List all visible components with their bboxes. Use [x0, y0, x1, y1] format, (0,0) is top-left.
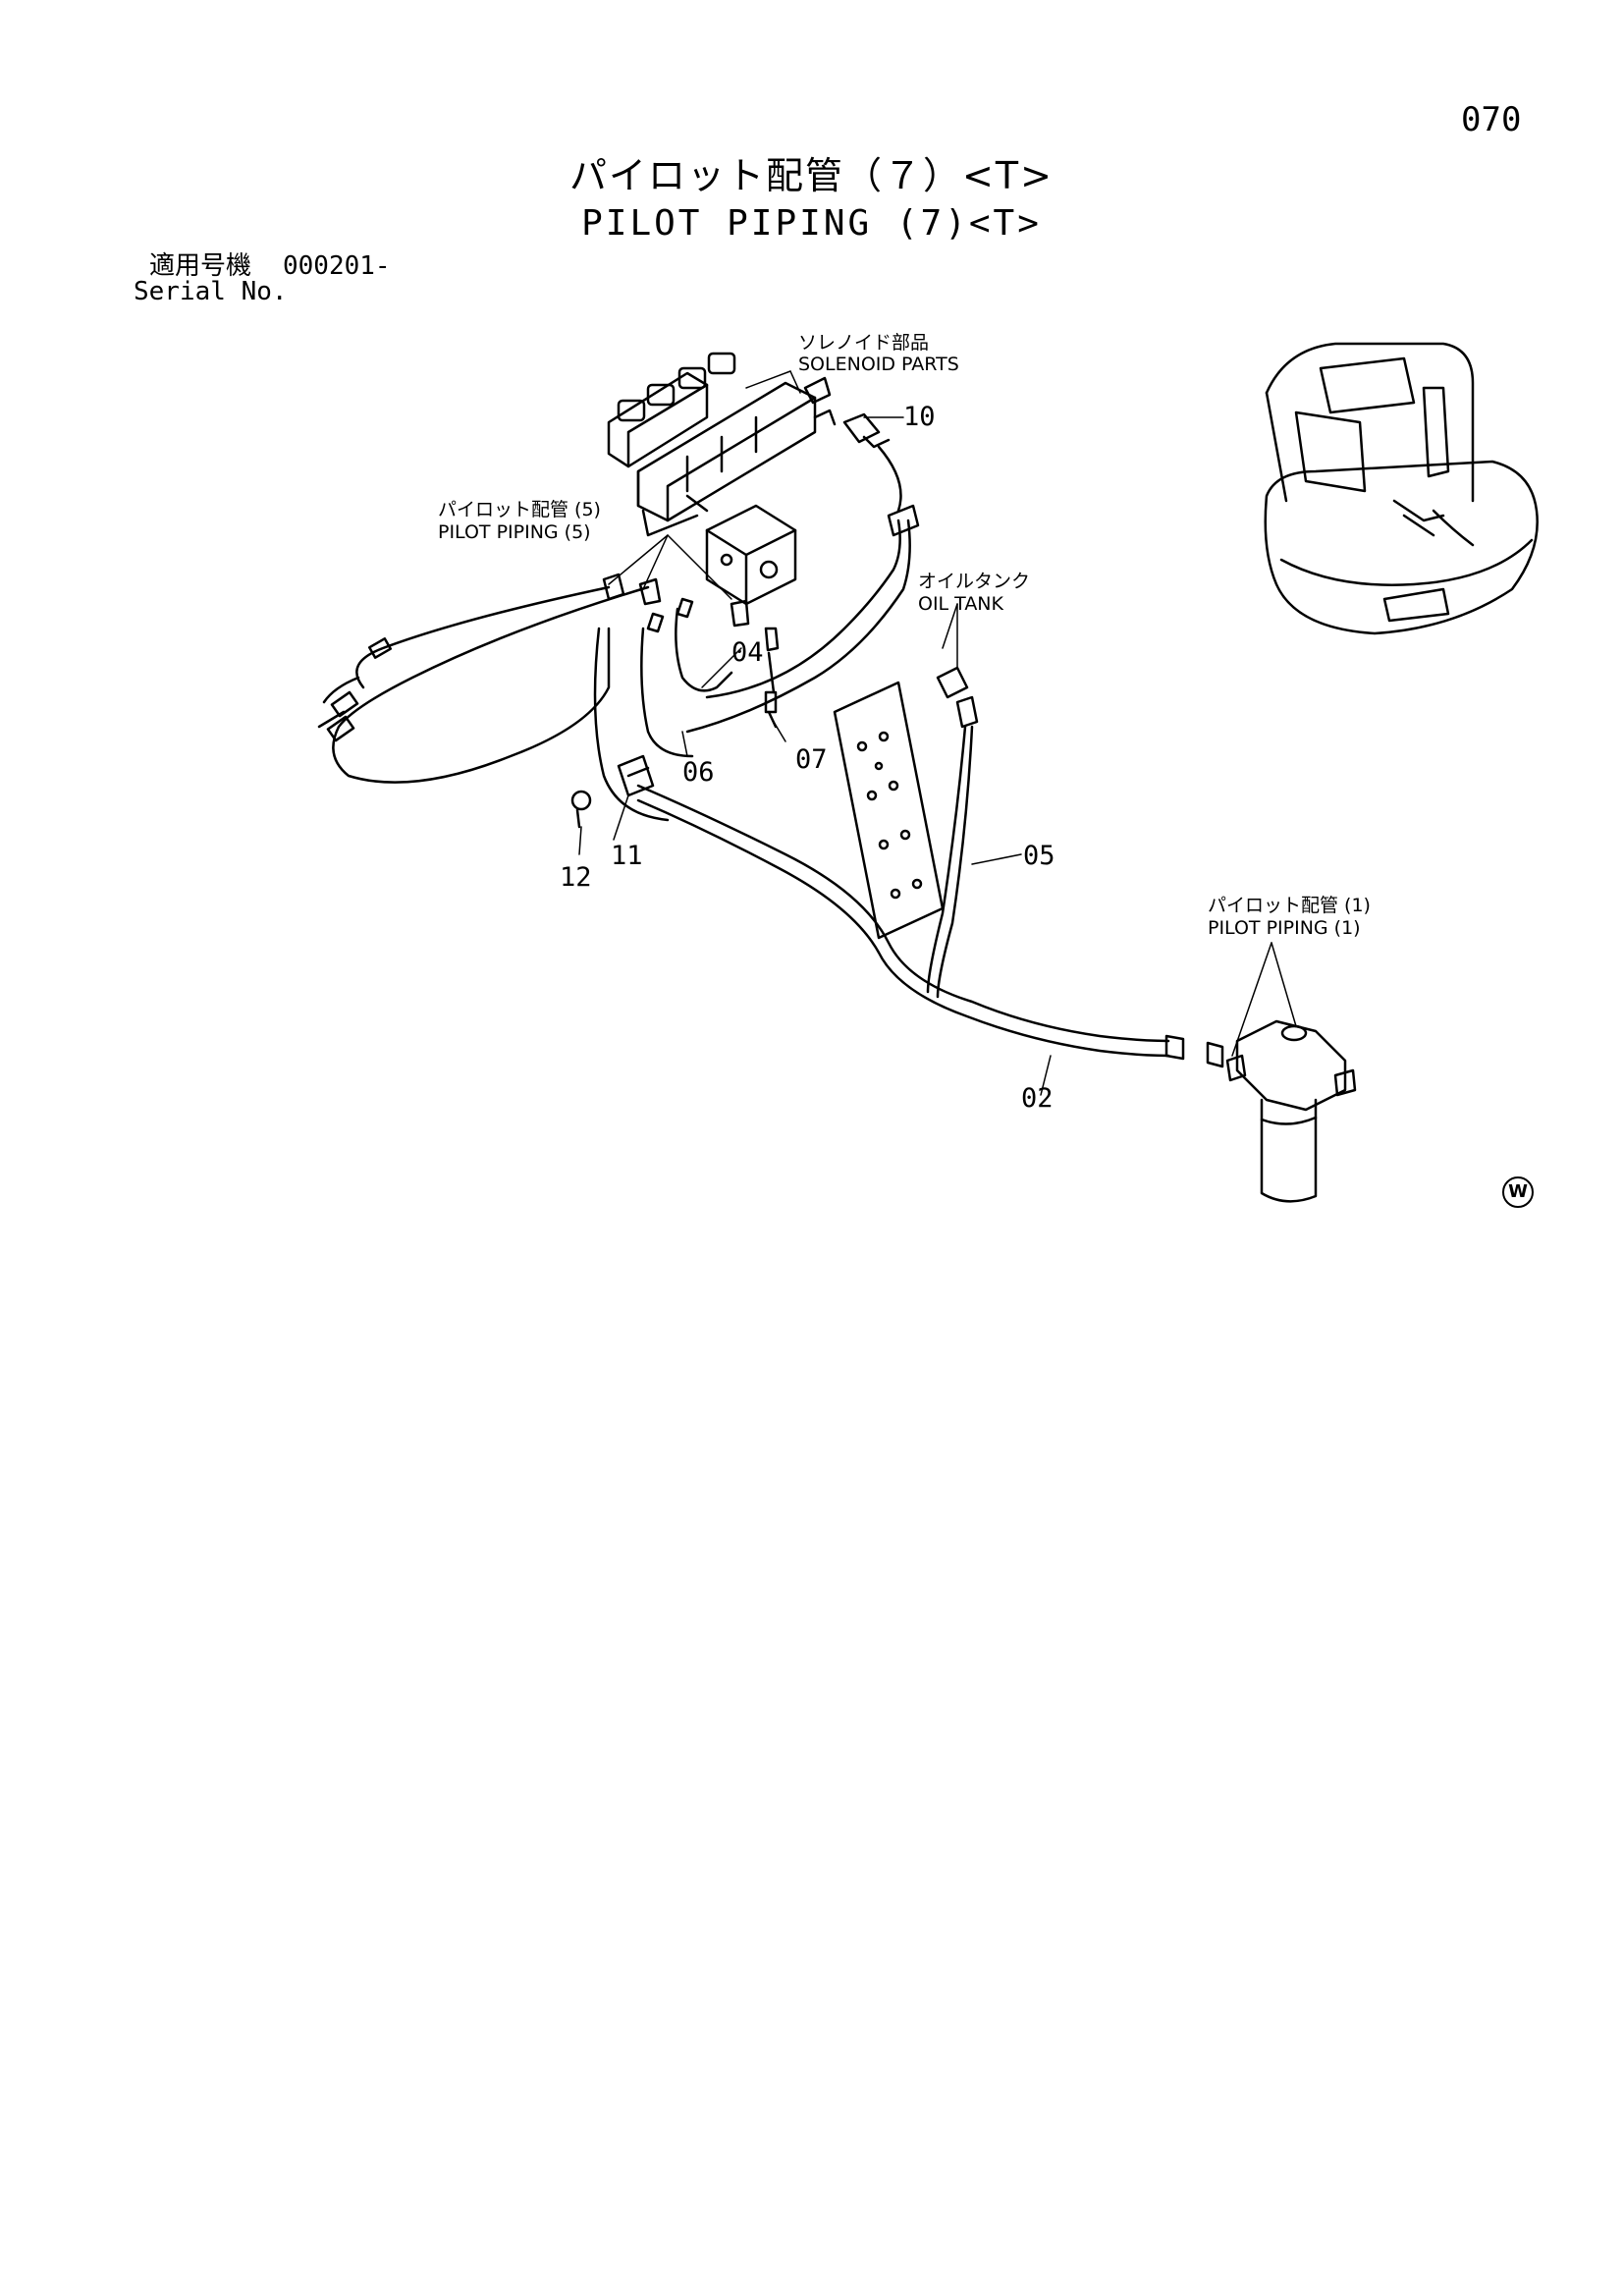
serial-number-value: 000201-: [283, 251, 391, 281]
hose-04-06: [646, 504, 920, 734]
serial-label-english: Serial No.: [134, 277, 288, 306]
pilot-connectors: [602, 573, 780, 652]
page-number: 070: [1461, 100, 1522, 139]
clamp-11-bolt-12: [570, 754, 655, 829]
part-number-11: 11: [611, 841, 643, 871]
page-title-japanese: パイロット配管（７）<T>: [569, 154, 1054, 197]
part-number-02: 02: [1021, 1083, 1054, 1114]
circled-w-mark: W: [1502, 1176, 1534, 1208]
page-title-english: PILOT PIPING (7)<T>: [581, 203, 1042, 244]
solenoid-valve-assembly: [607, 352, 837, 537]
part-number-10: 10: [903, 402, 936, 432]
pilot-piping-1-label-en: PILOT PIPING (1): [1208, 917, 1361, 939]
fitting-10: [842, 412, 902, 513]
pilot-filter-assembly: [1225, 1019, 1357, 1203]
oil-tank-label-en: OIL TANK: [918, 593, 1003, 615]
solenoid-parts-label-en: SOLENOID PARTS: [798, 354, 959, 375]
pilot-piping-1-label-jp: パイロット配管 (1): [1208, 895, 1371, 916]
part-number-07: 07: [795, 744, 828, 775]
part-number-12: 12: [560, 862, 592, 893]
hose-05: [926, 725, 974, 999]
pilot-piping-5-label-en: PILOT PIPING (5): [438, 521, 591, 543]
oil-tank-label-jp: オイルタンク: [918, 571, 1031, 592]
part-number-05: 05: [1023, 841, 1055, 871]
part-number-04: 04: [731, 637, 764, 668]
hose-bundle-left: [317, 585, 733, 822]
machine-overview: [1264, 342, 1539, 635]
serial-label-japanese: 適用号機: [149, 251, 252, 281]
pilot-piping-5-label-jp: パイロット配管 (5): [438, 499, 601, 520]
fitting-07: [764, 651, 778, 729]
solenoid-parts-label-jp: ソレノイド部品: [798, 332, 930, 354]
hose-02: [636, 784, 1224, 1068]
pilot-valve-block: [705, 504, 797, 606]
part-number-06: 06: [682, 757, 715, 788]
leader-lines: [578, 370, 1297, 1096]
